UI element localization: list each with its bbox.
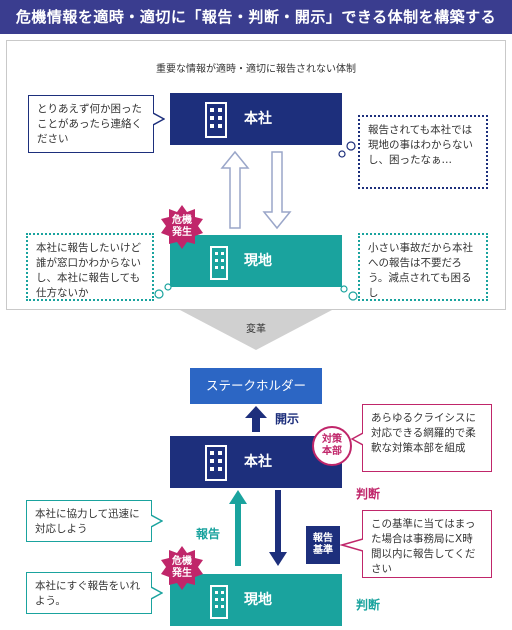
after-site-label: 現地: [244, 592, 272, 608]
crisis-badge-label: 危機 発生: [172, 556, 192, 579]
building-icon: [210, 246, 228, 280]
bubble-left-bottom: 本社にすぐ報告をいれよう。: [26, 572, 152, 614]
after-hq-label: 本社: [244, 454, 272, 470]
transition-chevron: [180, 310, 332, 350]
bubble-top-right: 報告されても本社では現地の事はわからないし、困ったなぁ…: [358, 115, 488, 189]
judgment-site-label: 判断: [356, 598, 381, 612]
building-icon: [205, 102, 227, 138]
disclose-label: 開示: [275, 412, 300, 426]
change-label: 変革: [246, 324, 266, 335]
task-force-badge: 対策 本部: [312, 426, 352, 466]
building-icon: [210, 585, 228, 619]
bubble-pointer: [151, 586, 163, 600]
bubble-pointer: [151, 514, 163, 528]
judgment-hq-label: 判断: [356, 487, 381, 501]
bubble-bottom-right: 小さい事故だから本社への報告は不要だろう。減点されても困るし: [358, 233, 488, 301]
report-standard-label: 報告 基準: [313, 533, 333, 556]
bubble-pointer: [153, 112, 165, 126]
bubble-pointer: [340, 538, 363, 552]
page-title: 危機情報を適時・適切に「報告・判断・開示」できる体制を構築する: [0, 0, 512, 34]
disclose-arrow-icon: [245, 406, 267, 432]
before-hq-label: 本社: [244, 111, 272, 127]
crisis-badge-label: 危機 発生: [172, 215, 192, 238]
task-force-label: 対策 本部: [322, 434, 342, 457]
stakeholder-box: ステークホルダー: [190, 368, 322, 404]
crisis-badge: 危機 発生: [160, 205, 204, 249]
crisis-badge: 危機 発生: [160, 546, 204, 590]
starburst-icon: [161, 546, 203, 590]
before-hq-box: 本社: [170, 93, 342, 145]
report-standard-tag: 報告 基準: [306, 526, 340, 564]
before-site-label: 現地: [244, 253, 272, 269]
instruction-down-arrow-icon: [269, 490, 287, 566]
report-up-arrow-icon: [229, 490, 247, 566]
thought-dots-icon: [338, 141, 356, 158]
before-site-box: 現地: [170, 235, 342, 287]
bubble-pointer: [351, 432, 363, 446]
bubble-bottom-left: 本社に報告したいけど誰が窓口かわからないし、本社に報告しても仕方ないか: [26, 233, 154, 301]
building-icon: [205, 445, 227, 481]
bubble-right-bottom: この基準に当てはまった場合は事務局にX時間以内に報告してください: [362, 510, 492, 578]
bubble-right-top: あらゆるクライシスに対応できる網羅的で柔軟な対策本部を組成: [362, 404, 492, 472]
after-site-box: 現地: [170, 574, 342, 626]
thought-dots-icon: [154, 283, 172, 299]
before-caption: 重要な情報が適時・適切に報告されない体制: [156, 64, 356, 75]
down-arrow-outline-icon: [262, 151, 292, 230]
bubble-left-top: 本社に協力して迅速に対応しよう: [26, 500, 152, 542]
thought-dots-icon: [340, 285, 358, 301]
starburst-icon: [161, 205, 203, 249]
up-arrow-outline-icon: [220, 150, 250, 229]
bubble-top-left: とりあえず何か困ったことがあったら連絡ください: [28, 95, 154, 153]
after-hq-box: 本社: [170, 436, 342, 488]
report-label: 報告: [196, 527, 221, 541]
